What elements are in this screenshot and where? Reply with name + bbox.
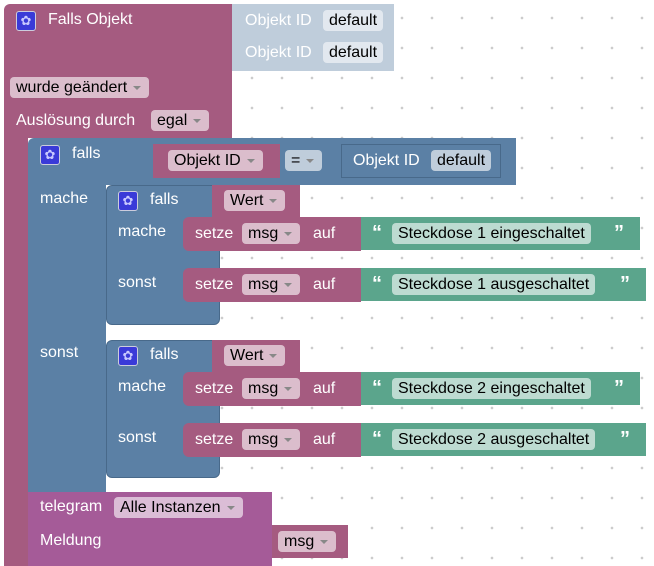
- condition-var-dropdown[interactable]: Wert: [224, 345, 286, 366]
- open-quote-icon: “: [372, 428, 382, 450]
- gear-icon[interactable]: ✿: [16, 11, 36, 31]
- trigger-title: Falls Objekt: [48, 11, 133, 28]
- text-field[interactable]: Steckdose 2 ausgeschaltet: [392, 429, 596, 450]
- sonst-label: sonst: [118, 274, 157, 291]
- if-label: falls: [72, 145, 101, 162]
- if-block-outer-arm: [28, 185, 106, 492]
- close-quote-icon: ”: [614, 377, 624, 399]
- setze-label: setze: [195, 380, 234, 397]
- mache-label: mache: [118, 223, 167, 240]
- operator-dropdown[interactable]: =: [285, 150, 323, 171]
- open-quote-icon: “: [372, 273, 382, 295]
- mache-label: mache: [40, 190, 89, 207]
- text-field[interactable]: Steckdose 1 eingeschaltet: [392, 223, 591, 244]
- auf-label: auf: [313, 431, 336, 448]
- text-field[interactable]: Steckdose 1 ausgeschaltet: [392, 274, 596, 295]
- variable-dropdown[interactable]: msg: [242, 429, 301, 450]
- setze-label: setze: [195, 276, 234, 293]
- message-label: Meldung: [40, 532, 102, 549]
- sonst-label: sonst: [40, 344, 79, 361]
- setze-label: setze: [195, 431, 234, 448]
- open-quote-icon: “: [372, 222, 382, 244]
- sonst-label: sonst: [118, 429, 157, 446]
- telegram-label: telegram: [40, 498, 103, 515]
- object-id-field[interactable]: default: [431, 150, 492, 171]
- if-label: falls: [150, 191, 179, 208]
- condition-var-dropdown[interactable]: Wert: [224, 190, 286, 211]
- trigger-block-arm: [4, 138, 28, 566]
- gear-icon[interactable]: ✿: [118, 346, 138, 366]
- auf-label: auf: [313, 225, 336, 242]
- condition-var-dropdown[interactable]: Objekt ID: [168, 150, 263, 171]
- variable-dropdown[interactable]: msg: [242, 378, 301, 399]
- trigger-by-dropdown[interactable]: egal: [151, 110, 210, 131]
- close-quote-icon: ”: [620, 273, 630, 295]
- object-id-field[interactable]: default: [323, 10, 384, 31]
- close-quote-icon: ”: [614, 222, 624, 244]
- text-field[interactable]: Steckdose 2 eingeschaltet: [392, 378, 591, 399]
- object-id-label: Objekt ID: [245, 44, 312, 61]
- object-id-field[interactable]: default: [323, 42, 384, 63]
- object-id-label: Objekt ID: [245, 12, 312, 29]
- variable-dropdown[interactable]: msg: [242, 223, 301, 244]
- gear-icon[interactable]: ✿: [40, 145, 60, 165]
- object-id-label: Objekt ID: [353, 152, 420, 169]
- auf-label: auf: [313, 276, 336, 293]
- trigger-by-label: Auslösung durch: [16, 112, 136, 129]
- auf-label: auf: [313, 380, 336, 397]
- setze-label: setze: [195, 225, 234, 242]
- telegram-instance-dropdown[interactable]: Alle Instanzen: [114, 497, 243, 518]
- message-var-dropdown[interactable]: msg: [278, 531, 337, 552]
- mache-label: mache: [118, 378, 167, 395]
- open-quote-icon: “: [372, 377, 382, 399]
- change-dropdown[interactable]: wurde geändert: [10, 77, 150, 98]
- variable-dropdown[interactable]: msg: [242, 274, 301, 295]
- close-quote-icon: ”: [620, 428, 630, 450]
- if-label: falls: [150, 346, 179, 363]
- gear-icon[interactable]: ✿: [118, 191, 138, 211]
